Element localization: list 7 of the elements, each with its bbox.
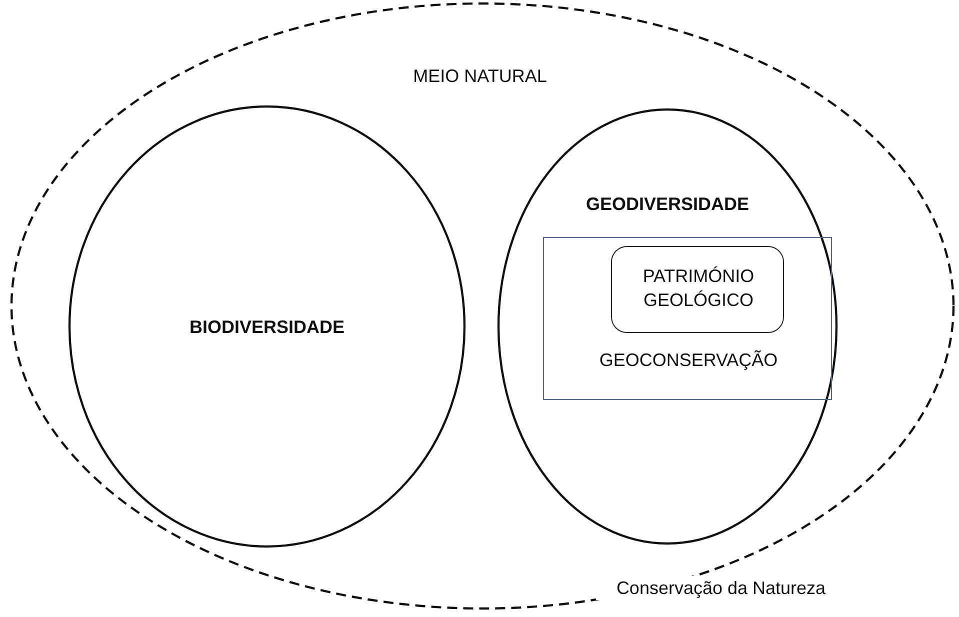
set-title: BIODIVERSIDADE [188,316,346,339]
set-title: GEODIVERSIDADE [584,193,750,216]
core-panel [611,246,784,333]
subset-panel [543,237,832,400]
region-title: MEIO NATURAL [412,65,548,88]
subset-title: GEOCONSERVAÇÃO [598,349,779,372]
core-title: PATRIMÓNIO GEOLÓGICO [642,265,756,312]
